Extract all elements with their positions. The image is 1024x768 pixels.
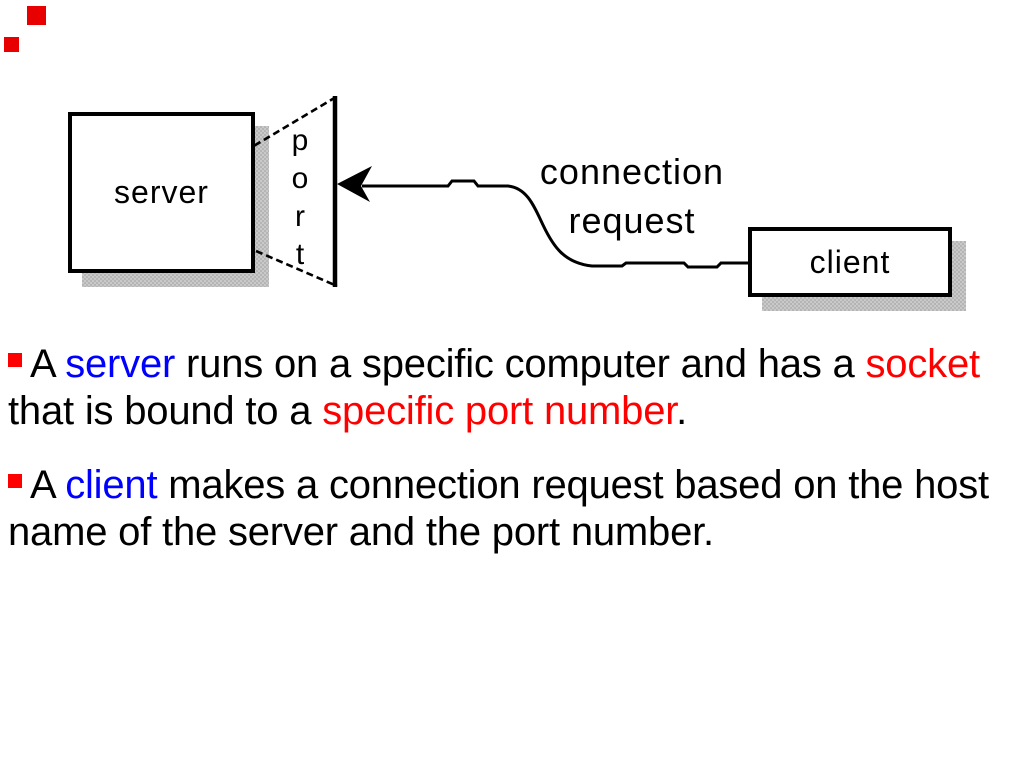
text-run-black: A: [30, 463, 66, 507]
text-run-blue: server: [65, 342, 176, 386]
text-line: name of the server and the port number.: [8, 509, 989, 556]
text-run-black: makes a connection request based on the …: [157, 463, 989, 507]
arrowhead-icon: [337, 166, 372, 202]
decor-red-square-icon: [4, 37, 19, 52]
bullet-square-icon: [8, 353, 22, 368]
bullet-square-icon: [8, 474, 22, 489]
connection-label-line1: connection: [539, 151, 725, 192]
text-run-blue: client: [65, 463, 158, 507]
text-run-black: A: [30, 342, 66, 386]
client-label: client: [809, 243, 891, 280]
port-letter: p: [291, 124, 309, 157]
text-run-red: specific port number: [322, 389, 677, 433]
server-box: server: [68, 112, 255, 273]
bullet-paragraph-server: A server runs on a specific computer and…: [8, 341, 980, 435]
text-run-black: name of the server and the port number.: [8, 510, 714, 554]
port-label: p o r t: [285, 122, 315, 274]
text-run-black: that is bound to a: [8, 389, 323, 433]
client-box: client: [748, 227, 952, 297]
text-line: A server runs on a specific computer and…: [8, 341, 980, 388]
text-run-red: socket: [865, 342, 981, 386]
decor-red-square-icon: [27, 6, 46, 25]
server-label: server: [114, 174, 209, 210]
text-run-black: runs on a specific computer and has a: [175, 342, 866, 386]
bullet-paragraph-client: A client makes a connection request base…: [8, 462, 989, 556]
connection-label-line2: request: [568, 200, 696, 241]
text-line: A client makes a connection request base…: [8, 462, 989, 509]
port-letter: o: [291, 162, 309, 195]
text-line: that is bound to a specific port number.: [8, 388, 980, 435]
port-letter: r: [295, 200, 305, 233]
connection-request-label: connection request: [482, 147, 782, 245]
text-run-black: .: [676, 389, 688, 433]
port-letter: t: [295, 238, 305, 271]
